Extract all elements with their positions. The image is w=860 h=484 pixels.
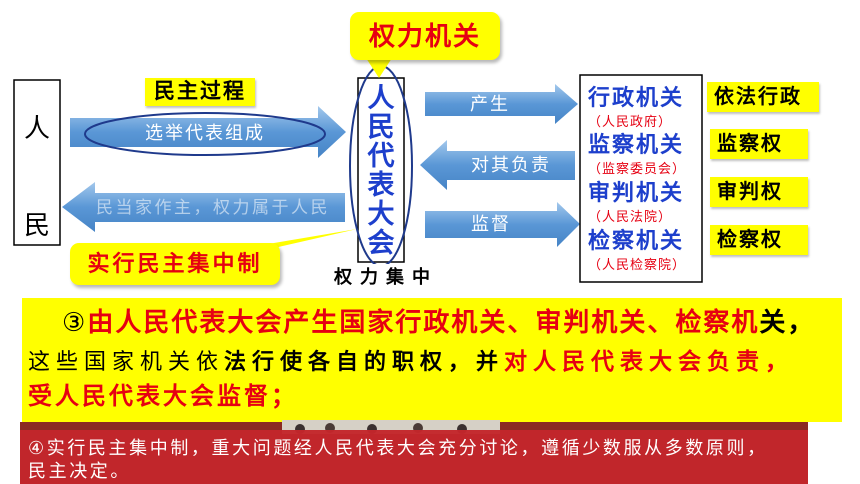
organ-body-procuratorial: （人民检察院） [588, 257, 687, 272]
power-label-administrative: 依法行政 [707, 82, 819, 112]
power-label-judicial: 审判权 [710, 177, 808, 207]
congress-box [357, 77, 405, 263]
organ-name-procuratorial: 检察机关 [588, 228, 685, 253]
point3-line1-number: ③ [62, 307, 88, 337]
power-label-supervisory: 监察权 [710, 129, 808, 159]
produce-arrow [425, 84, 578, 124]
people-char-top: 人 [23, 113, 50, 143]
point3-band [22, 298, 842, 422]
point3-line1: ③由人民代表大会产生国家行政机关、审判机关、检察机关， [62, 305, 852, 339]
organ-body-administrative: （人民政府） [588, 114, 673, 129]
point3-line1-emphasis: 由人民代表大会产生国家行政机关、审判机关、检察机 [87, 307, 760, 337]
organ-name-supervisory: 监察机关 [588, 132, 685, 157]
point3-line3: 受人民代表大会监督； [28, 383, 298, 410]
elect-arrow [70, 106, 346, 158]
point3-line2-emphasis: 对人民代表大会负责， [504, 348, 795, 374]
power-organ-callout: 权力机关 [350, 12, 500, 60]
organs-box [579, 74, 703, 283]
point4-line1: ④实行民主集中制，重大问题经人民代表大会充分讨论，遵循少数服从多数原则， [28, 438, 768, 458]
return-arrow-label: 民当家作主，权力属于人民 [96, 198, 330, 217]
elect-oval [84, 112, 326, 156]
responsible-arrow-label: 对其负责 [471, 155, 551, 175]
organ-body-judicial: （人民法院） [588, 209, 673, 224]
democratic-centralism-callout: 实行民主集中制 [70, 243, 280, 285]
supervise-arrow-label: 监督 [471, 214, 511, 234]
power-label-procuratorial: 检察权 [710, 225, 808, 255]
return-arrow [62, 182, 345, 232]
produce-arrow-label: 产生 [470, 94, 510, 114]
organ-body-supervisory: （监察委员会） [588, 161, 687, 176]
people-char-bottom: 民 [23, 210, 50, 240]
point3-line2: 这些国家机关依法行使各自的职权，并对人民代表大会负责， [28, 345, 828, 377]
organ-name-judicial: 审判机关 [588, 180, 685, 205]
responsible-arrow [420, 140, 575, 190]
elect-arrow-label: 选举代表组成 [145, 123, 265, 143]
democratic-process-label: 民主过程 [145, 78, 255, 106]
point3-line1-tail: 关， [759, 307, 816, 337]
point4-banner [20, 430, 808, 484]
supervise-arrow [425, 202, 580, 247]
people-box [13, 79, 61, 246]
point4-line2: 民主决定。 [28, 461, 131, 481]
congress-label: 人民代表大会 [367, 84, 395, 258]
point3-line2-middle: 法行使各自的职权，并 [224, 349, 505, 374]
power-organ-callout-tail [366, 58, 392, 78]
power-concentration-label: 权力集中 [330, 264, 442, 290]
point3-line2-start: 这些国家机关依 [28, 349, 225, 374]
organ-name-administrative: 行政机关 [588, 85, 685, 110]
